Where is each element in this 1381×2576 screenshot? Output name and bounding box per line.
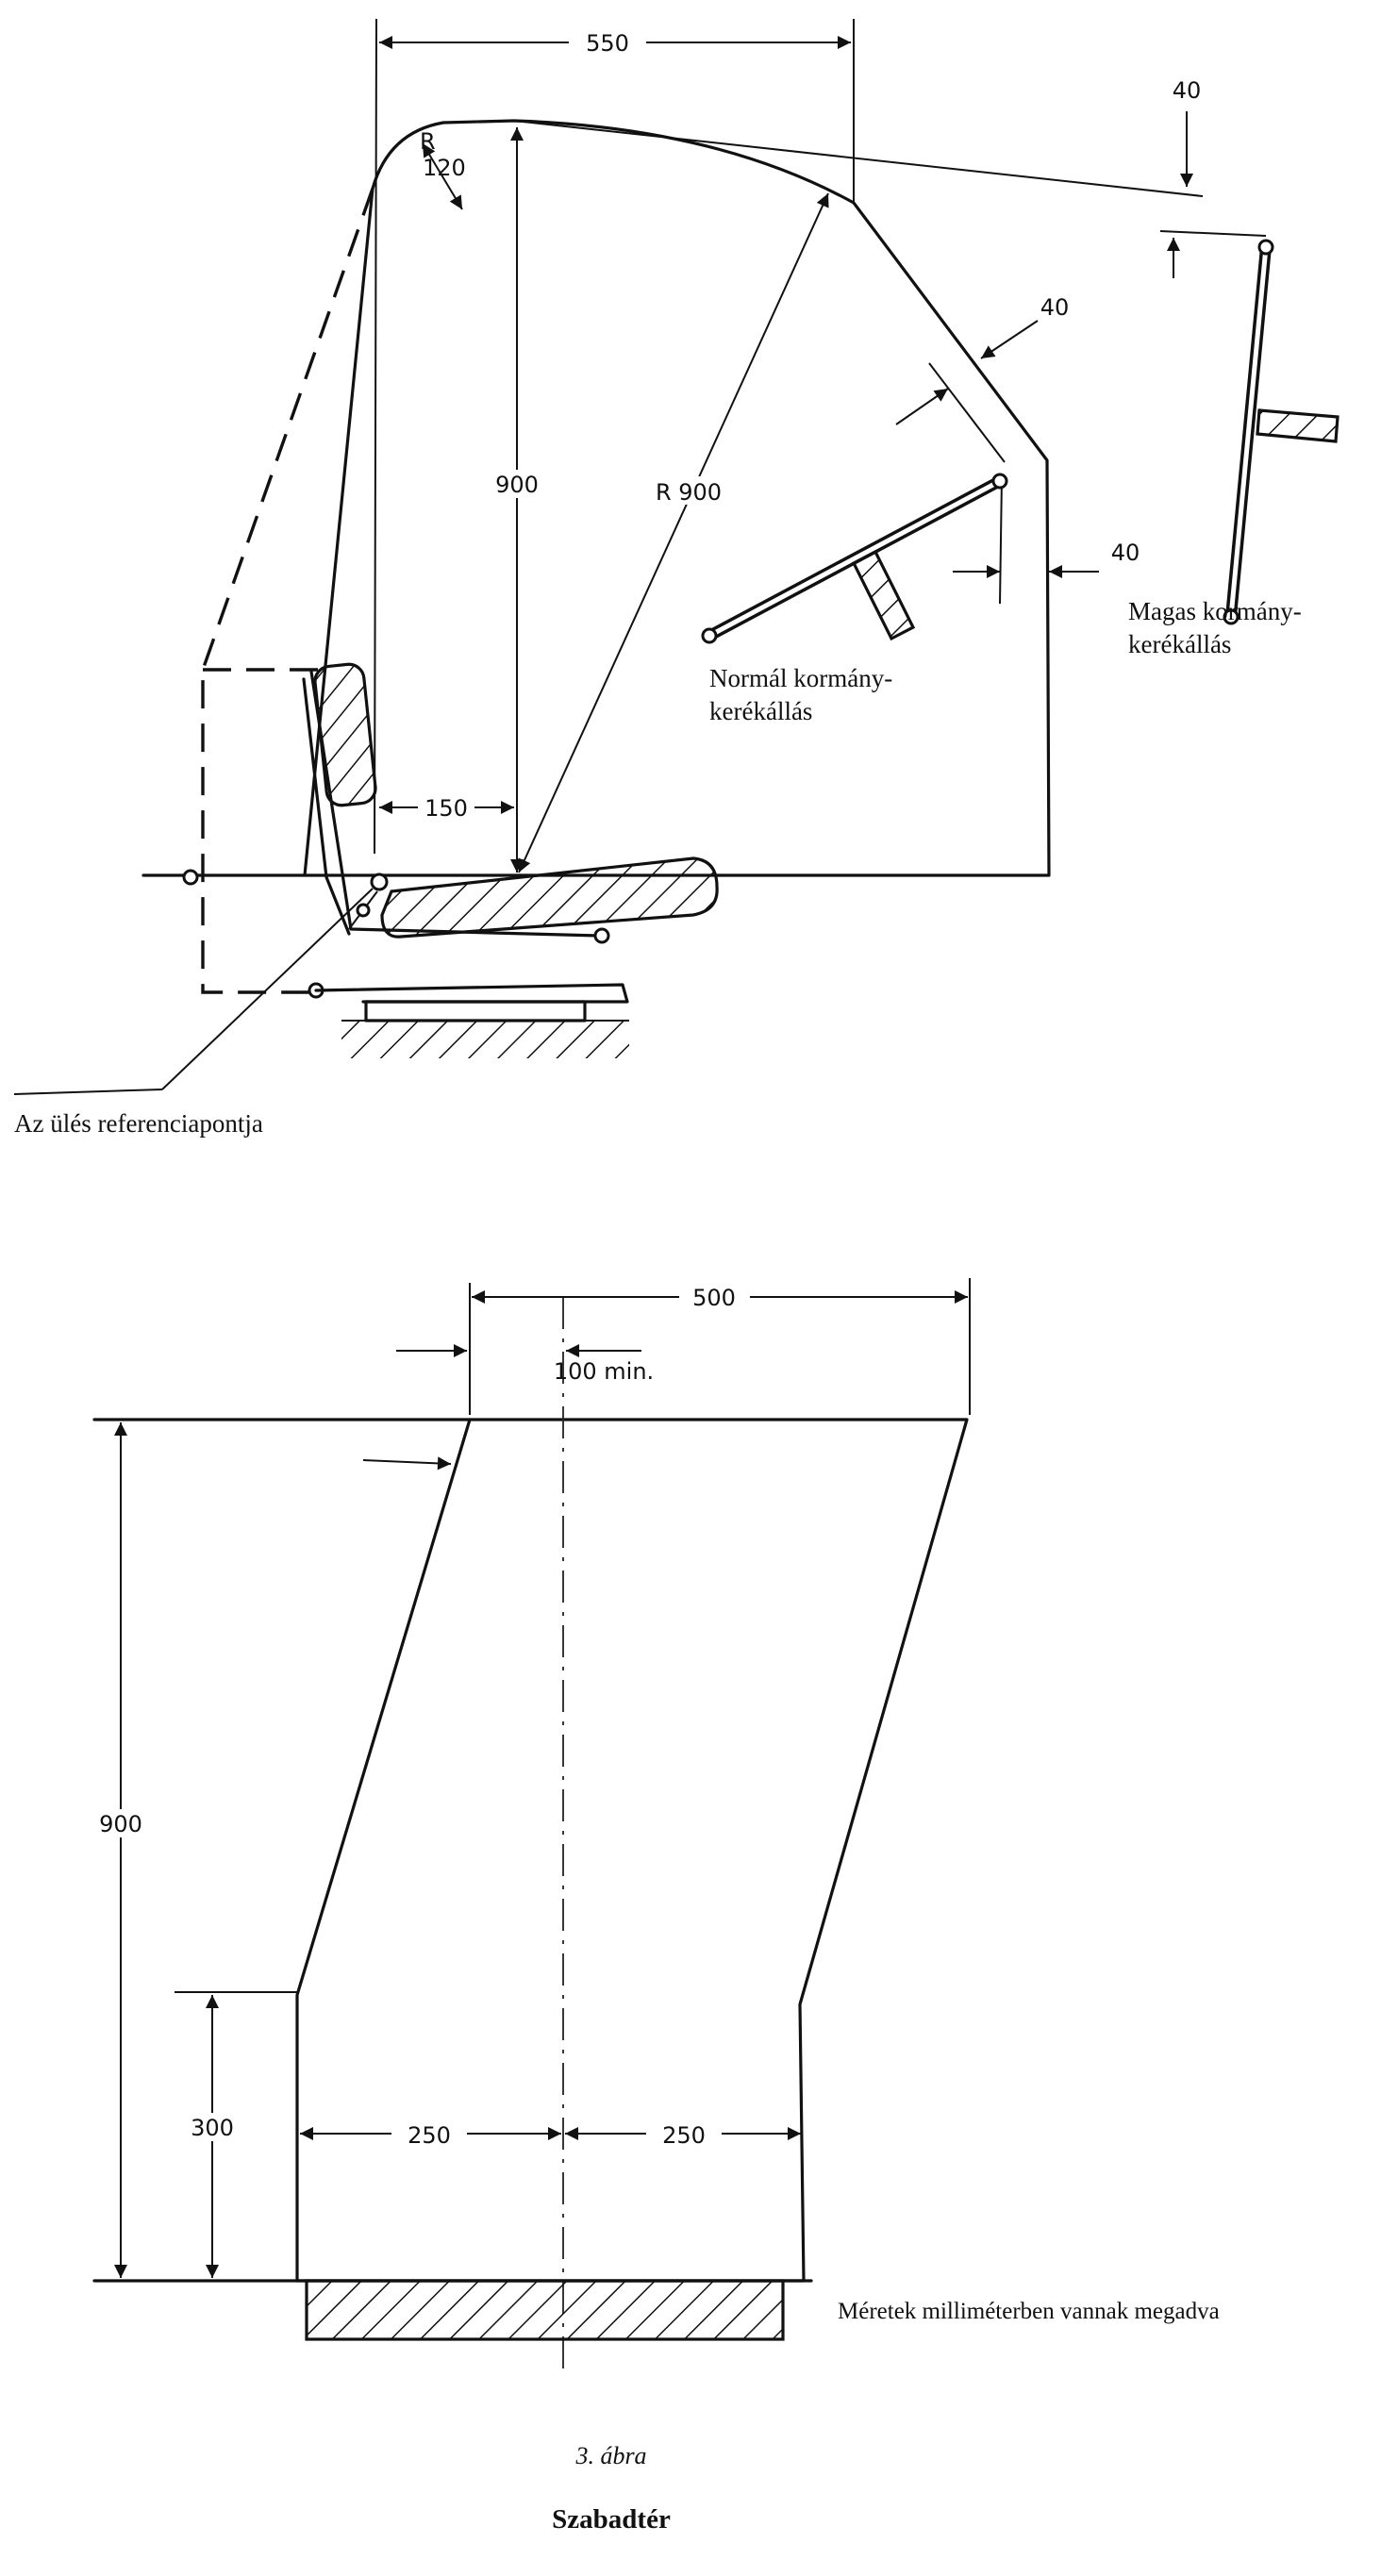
dim-250-right-label: 250	[662, 2122, 706, 2149]
dim-900-label: 900	[495, 472, 539, 498]
normal-steering-wheel	[701, 473, 1008, 644]
dim-40-mid-label: 40	[1040, 294, 1070, 321]
figure-number: 3. ábra	[574, 2442, 646, 2469]
wheel-top-extension	[1159, 230, 1267, 237]
dim-40-right-label: 40	[1111, 540, 1140, 566]
reference-point-left	[182, 869, 199, 886]
normal-wheel-ext	[928, 362, 1006, 463]
clearance-outline	[303, 119, 1051, 877]
dim-550-label: 550	[586, 30, 629, 57]
dim-500-label: 500	[692, 1285, 736, 1311]
seat-reference-label: Az ülés referenciapontja	[14, 1109, 263, 1138]
dim-150-label: 150	[424, 795, 468, 822]
front-seat-base	[305, 2279, 785, 2341]
dim-40-right-ext	[999, 475, 1003, 605]
high-steering-wheel	[1223, 239, 1339, 625]
ground-hatch	[341, 1021, 629, 1058]
side-arrow	[362, 1456, 452, 1471]
projection-line	[513, 120, 1204, 197]
dim-r900-line	[518, 192, 829, 873]
seat-ref-leader	[161, 888, 374, 1090]
side-view: 550 R 120 900 R 900 150 40 40 40	[13, 18, 1339, 1138]
high-wheel-label-1: Magas kormány-	[1128, 597, 1302, 625]
units-note: Méretek milliméterben vannak megadva	[838, 2299, 1220, 2324]
dim-40-mid-arrow-b	[895, 388, 949, 425]
normal-wheel-label-2: kerékállás	[709, 697, 812, 725]
dim-r120-value: 120	[423, 155, 466, 181]
front-clearance-outline	[295, 1418, 969, 2283]
figure-title: Szabadtér	[552, 2504, 671, 2534]
dim-900-front-label: 900	[99, 1811, 142, 1837]
normal-wheel-label-1: Normál kormány-	[709, 664, 892, 692]
seat-assembly	[302, 662, 719, 1058]
dim-100-label: 100 min.	[554, 1358, 654, 1385]
dim-r120-arrow	[422, 142, 463, 210]
dashed-contour	[201, 188, 374, 994]
dim-40-top-label: 40	[1173, 77, 1202, 104]
dim-250-left-label: 250	[408, 2122, 451, 2149]
inner-vertical	[374, 18, 377, 855]
dim-300-label: 300	[191, 2115, 234, 2141]
dim-40-mid-arrow-a	[980, 320, 1039, 359]
front-view: 500 100 min. 900 300 250 250 Méretek mil…	[92, 1278, 1220, 2372]
high-wheel-label-2: kerékállás	[1128, 630, 1231, 658]
seat-ref-underline	[13, 1089, 163, 1095]
dim-r900-label: R 900	[656, 479, 722, 506]
